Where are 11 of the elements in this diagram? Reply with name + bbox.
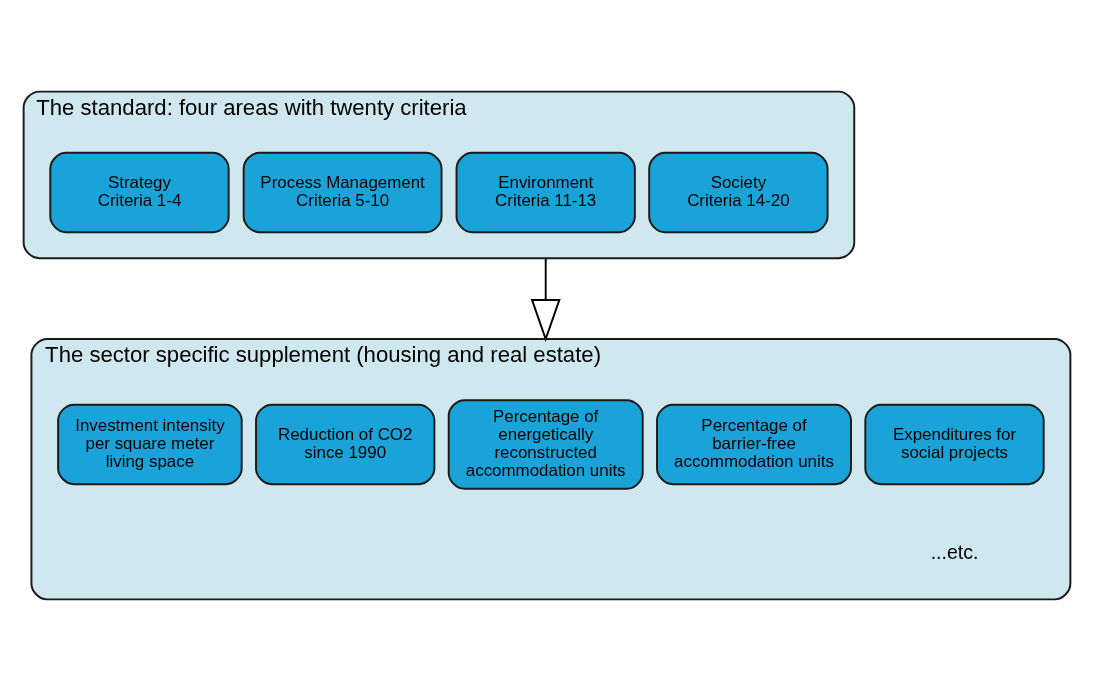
node-box: Strategy Criteria 1-4 bbox=[49, 151, 230, 234]
node-box: Percentage of energetically reconstructed accommodation units bbox=[447, 399, 644, 490]
node-box: Expenditures for social projects bbox=[864, 403, 1045, 486]
label: ...etc. bbox=[930, 541, 979, 564]
node-box: Investment intensity per square meter living space bbox=[57, 403, 243, 486]
node-box: Environment Criteria 11-13 bbox=[455, 151, 636, 234]
node-box: Reduction of CO2 since 1990 bbox=[255, 403, 436, 486]
arrow bbox=[530, 257, 561, 342]
node-box: Process Management Criteria 5-10 bbox=[242, 151, 443, 234]
node-box: Society Criteria 14-20 bbox=[648, 151, 829, 234]
node-box: Percentage of barrier-free accommodation units bbox=[656, 403, 852, 486]
